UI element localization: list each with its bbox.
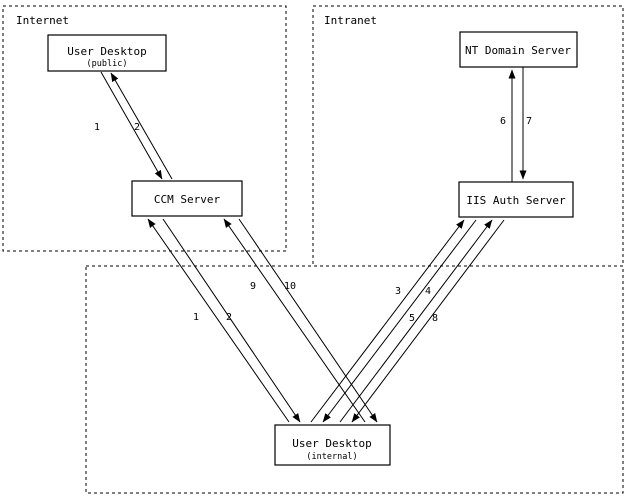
node-user-desktop-public-title: User Desktop [67,45,146,58]
node-user-desktop-public-subtitle: (public) [87,59,128,69]
node-nt-domain-server[interactable]: NT Domain Server [459,31,578,68]
node-iis-auth-server-title: IIS Auth Server [466,194,566,207]
node-user-desktop-internal-title: User Desktop [292,437,371,450]
edge-5-line [339,219,493,423]
node-user-desktop-public[interactable]: User Desktop (public) [47,34,167,72]
edge-label-10: 10 [284,281,296,292]
edge-9-line [223,218,366,423]
edge-3-internal-to-iis: 3 [310,219,465,423]
edge-label-7: 7 [526,116,532,127]
node-ccm-server[interactable]: CCM Server [131,180,243,217]
edge-4-line [322,219,477,423]
edge-1-internal-to-ccm: 1 [147,218,290,423]
edge-label-2-internal: 2 [226,312,232,323]
node-user-desktop-internal[interactable]: User Desktop (internal) [274,424,391,466]
edge-5-internal-to-iis: 5 [339,219,493,423]
edge-label-4: 4 [425,286,431,297]
edge-8-iis-to-internal: 8 [351,219,505,423]
node-iis-auth-server-box[interactable] [458,181,574,218]
zone-intranet-label: Intranet [324,14,377,27]
node-ccm-server-title: CCM Server [154,193,221,206]
zone-internet: Internet [2,5,287,252]
edge-label-9: 9 [250,281,256,292]
zone-internal-network [85,265,624,494]
node-ccm-server-box[interactable] [131,180,243,217]
edge-1b-line [147,218,290,423]
edge-9-internal-to-ccm: 9 [223,218,366,423]
zone-internal-border [85,265,624,494]
node-user-desktop-internal-box[interactable] [274,424,391,466]
edge-1-public-to-ccm: 1 [94,71,163,180]
edge-label-5: 5 [409,313,415,324]
edge-3-line [310,219,465,423]
edge-label-1-public: 1 [94,122,100,133]
zone-intranet-border [312,5,624,267]
edge-2-line [110,72,173,180]
edge-4-iis-to-internal: 4 [322,219,477,423]
edge-6-iis-to-nt: 6 [500,69,516,182]
zone-intranet: Intranet [312,5,624,267]
edge-2b-line [162,218,301,423]
edge-label-1-internal: 1 [193,312,199,323]
edge-10-line [238,218,378,423]
zone-internet-label: Internet [16,14,69,27]
node-nt-domain-server-title: NT Domain Server [465,44,571,57]
edge-2-ccm-to-public: 2 [110,72,173,180]
edge-7-nt-to-iis: 7 [519,67,532,180]
edge-label-3: 3 [395,286,401,297]
edge-label-8: 8 [432,313,438,324]
node-user-desktop-internal-subtitle: (internal) [306,452,357,462]
edge-label-6: 6 [500,116,506,127]
edge-8-line [351,219,505,423]
edge-1-line [100,71,163,180]
node-user-desktop-public-box[interactable] [47,34,167,72]
edge-label-2-public: 2 [134,122,140,133]
edge-10-ccm-to-internal: 10 [238,218,378,423]
edge-2-ccm-to-internal: 2 [162,218,301,423]
node-nt-domain-server-box[interactable] [459,31,578,68]
node-iis-auth-server[interactable]: IIS Auth Server [458,181,574,218]
